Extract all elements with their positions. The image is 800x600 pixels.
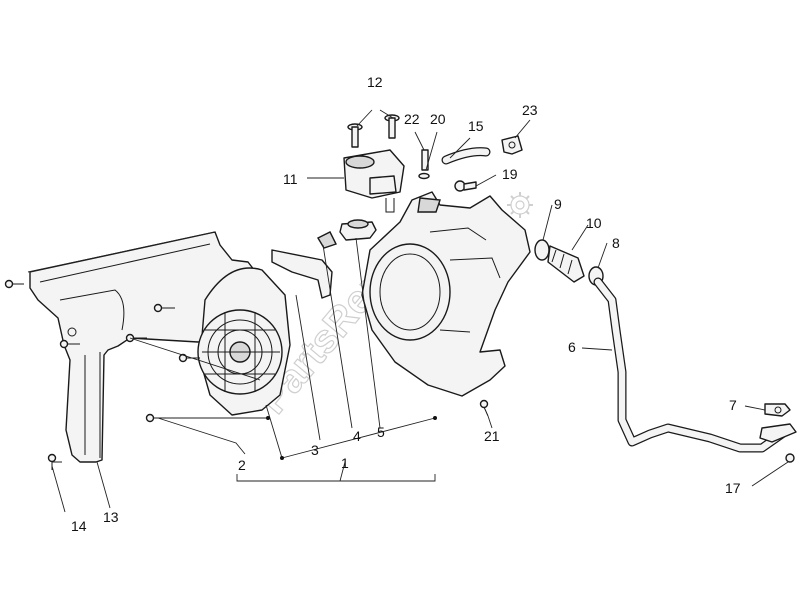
part-10-connector: [547, 245, 585, 283]
part-4-clip: [317, 231, 337, 249]
part-22-washer: [418, 172, 430, 180]
gear-watermark-icon: [507, 192, 533, 218]
screw-left-top: [4, 279, 24, 289]
callout-10: 10: [586, 215, 602, 231]
callout-12: 12: [367, 74, 383, 90]
callout-17: 17: [725, 480, 741, 496]
callout-14: 14: [71, 518, 87, 534]
reference-dots: [266, 416, 437, 460]
part-11-air-valve: [343, 149, 405, 213]
part-1-main-housing: [361, 191, 531, 397]
callout-20: 20: [430, 111, 446, 127]
callout-23: 23: [522, 102, 538, 118]
part-6-long-pipe: [593, 277, 787, 453]
callout-9: 9: [554, 196, 562, 212]
screw-left-mid: [59, 339, 80, 349]
callout-3: 3: [311, 442, 319, 458]
screw-fan-bottom: [145, 413, 167, 423]
callout-6: 6: [568, 339, 576, 355]
callout-2: 2: [238, 457, 246, 473]
part-17-screw: [785, 453, 795, 463]
callout-13: 13: [103, 509, 119, 525]
part-7-gasket: [764, 403, 791, 417]
screw-fan-3: [178, 353, 200, 363]
part-20-bolt: [421, 149, 429, 171]
callout-labels: 1 2 3 4 5 6 7 8 9 10 11 12 13 14 15 17 1…: [71, 74, 741, 534]
callout-1: 1: [341, 455, 349, 471]
callout-5: 5: [377, 424, 385, 440]
callout-7: 7: [729, 397, 737, 413]
part-19-screw: [454, 180, 477, 192]
leader-lines: [27, 109, 789, 513]
part-3-seal: [271, 249, 333, 299]
part-12-screw-a: [347, 123, 363, 148]
part-9-clamp: [534, 239, 550, 261]
callout-11: 11: [283, 171, 298, 187]
callout-4: 4: [353, 428, 361, 444]
screw-housing-21: [479, 399, 489, 417]
pipe-flange: [759, 423, 797, 443]
loose-screws: [4, 279, 489, 470]
callout-22: 22: [404, 111, 420, 127]
part-15-short-hose: [441, 147, 491, 165]
part-5-grommet: [339, 219, 377, 241]
callout-8: 8: [612, 235, 620, 251]
callout-21: 21: [484, 428, 500, 444]
screw-fan-1: [153, 303, 175, 313]
part-23-bracket: [501, 135, 523, 155]
screw-left-bottom: [47, 453, 57, 470]
callout-15: 15: [468, 118, 484, 134]
part-12-screw-b: [384, 114, 400, 139]
callout-19: 19: [502, 166, 518, 182]
part-2-fan-cover: [197, 267, 291, 416]
